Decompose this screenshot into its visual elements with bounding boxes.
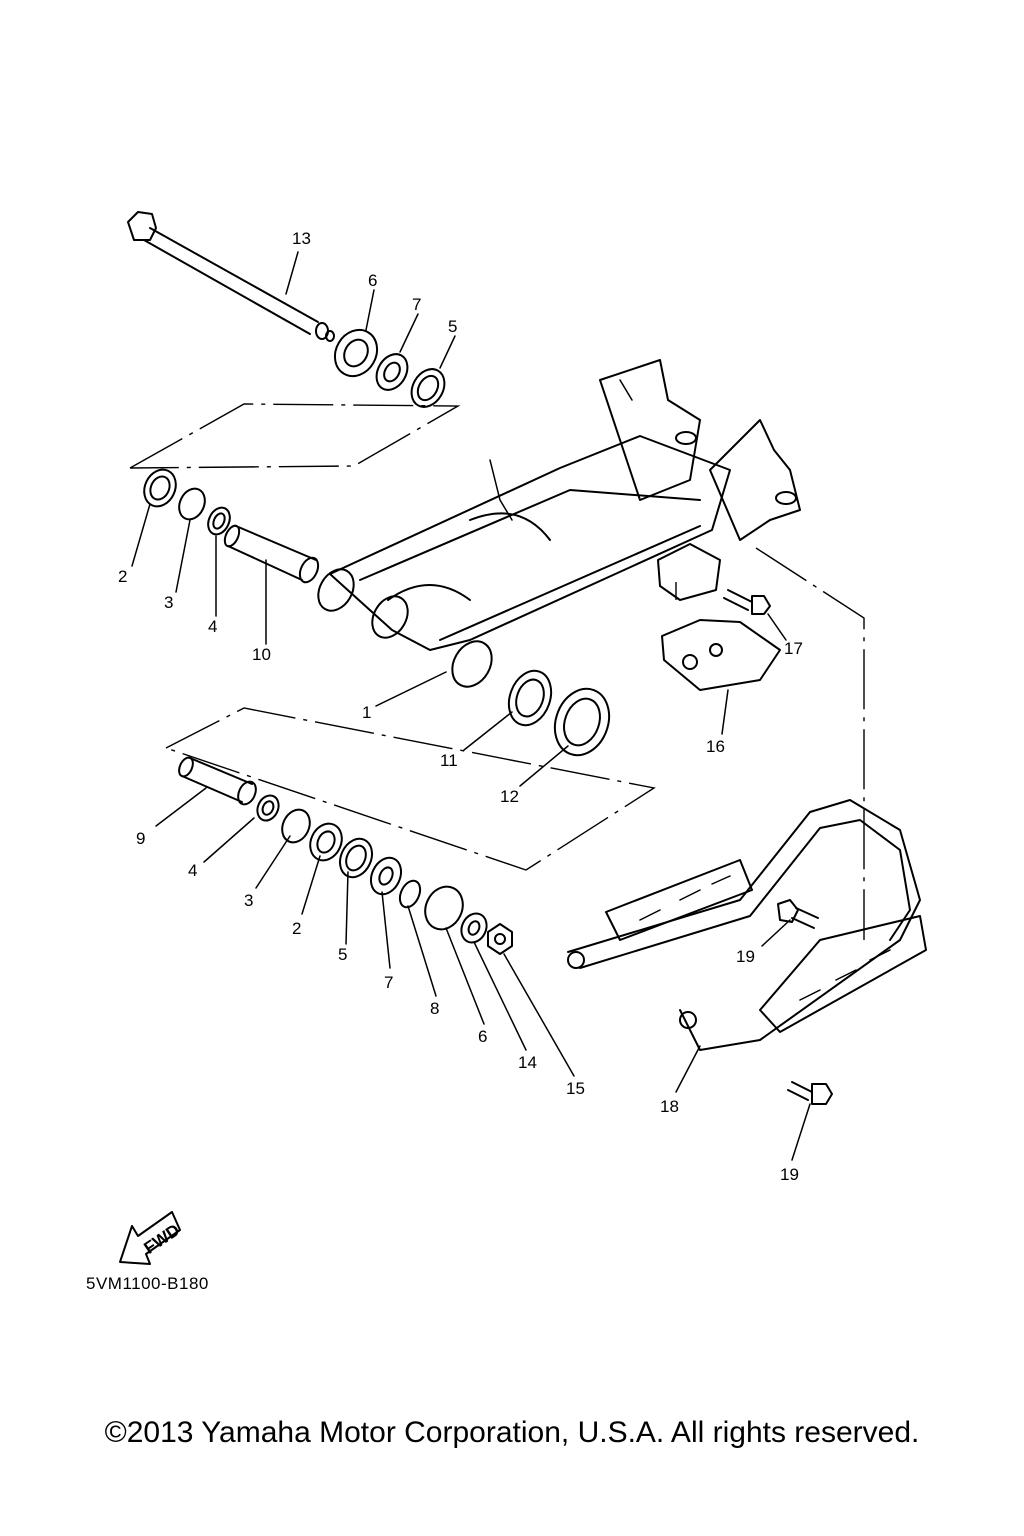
bolt-19-upper xyxy=(777,899,819,929)
upper-bearing-set xyxy=(143,468,320,584)
lower-bearing-set xyxy=(178,756,513,955)
callout-6-lower: 6 xyxy=(478,1027,487,1046)
leader-lines xyxy=(131,251,811,1161)
callout-19-upper: 19 xyxy=(736,947,755,966)
guide-line xyxy=(755,547,865,940)
callout-2-lower: 2 xyxy=(292,919,301,938)
upper-group-outline xyxy=(129,403,461,469)
fwd-label: FWD xyxy=(140,1220,183,1257)
callout-7: 7 xyxy=(412,295,421,314)
callout-13: 13 xyxy=(292,229,311,248)
callout-19-lower: 19 xyxy=(780,1165,799,1184)
callout-4-lower: 4 xyxy=(188,861,197,880)
swingarm xyxy=(317,359,801,688)
upper-seal-set xyxy=(333,328,446,408)
callout-4: 4 xyxy=(208,617,217,636)
callout-10: 10 xyxy=(252,645,271,664)
callout-labels: 13 6 7 5 2 3 4 10 1 11 12 16 17 9 4 3 2 … xyxy=(118,229,803,1184)
diagram-code: 5VM1100-B180 xyxy=(86,1274,209,1293)
callout-2: 2 xyxy=(118,567,127,586)
chain-guide xyxy=(657,543,781,691)
callout-14: 14 xyxy=(518,1053,537,1072)
callout-12: 12 xyxy=(500,787,519,806)
callout-5: 5 xyxy=(448,317,457,336)
dust-seals xyxy=(507,669,611,757)
callout-17: 17 xyxy=(784,639,803,658)
callout-18: 18 xyxy=(660,1097,679,1116)
fwd-arrow-icon: FWD xyxy=(119,1211,183,1265)
callout-8: 8 xyxy=(430,999,439,1018)
footrest-guard xyxy=(567,799,927,1051)
lower-group-outline xyxy=(165,707,656,871)
bolt-19-lower xyxy=(787,1081,833,1105)
callout-1: 1 xyxy=(362,703,371,722)
callout-7-lower: 7 xyxy=(384,973,393,992)
callout-9: 9 xyxy=(136,829,145,848)
callout-5-lower: 5 xyxy=(338,945,347,964)
axle-bolt xyxy=(127,211,335,342)
callout-16: 16 xyxy=(706,737,725,756)
callout-11: 11 xyxy=(440,751,458,770)
callout-15: 15 xyxy=(566,1079,585,1098)
bolt-17 xyxy=(723,589,771,615)
callout-6: 6 xyxy=(368,271,377,290)
callout-3: 3 xyxy=(164,593,173,612)
callout-3-lower: 3 xyxy=(244,891,253,910)
copyright-notice: ©2013 Yamaha Motor Corporation, U.S.A. A… xyxy=(104,1416,920,1449)
